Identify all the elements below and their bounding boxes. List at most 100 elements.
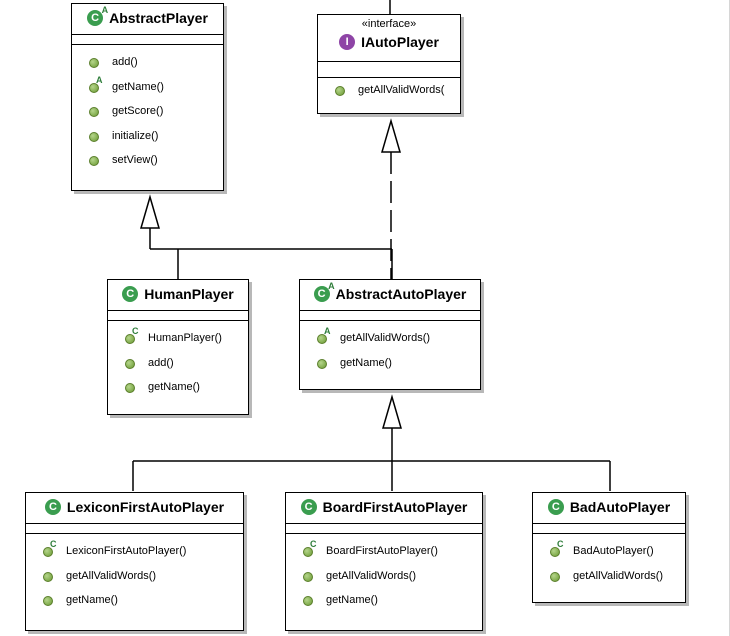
class-name: BadAutoPlayer (569, 499, 671, 515)
stereotype-label: «interface» (361, 18, 417, 30)
class-name: LexiconFirstAutoPlayer (66, 499, 225, 515)
method-name: getAllValidWords() (340, 332, 431, 344)
public-method-icon (43, 596, 53, 607)
method-name: getAllValidWords() (326, 569, 417, 582)
public-method-icon (43, 547, 53, 557)
class-name: AbstractPlayer (109, 10, 208, 26)
constructor-marker-icon: C (310, 539, 317, 549)
class-icon: C (300, 499, 317, 515)
public-method-icon (125, 358, 135, 369)
method-name: getName() (148, 381, 200, 394)
generalization-arrow-abstract-player (140, 194, 160, 229)
public-method-icon (303, 596, 313, 607)
method-name: getAllValidWords() (573, 569, 664, 582)
public-method-icon (317, 334, 327, 344)
interface-iauto-player[interactable]: «interface» I IAutoPlayer getAllValidWor… (317, 14, 461, 114)
attributes-compartment (533, 524, 685, 534)
class-icon: C (547, 499, 564, 515)
method-name: HumanPlayer() (148, 332, 222, 344)
public-method-icon (89, 131, 99, 142)
method-name: getName() (66, 594, 118, 607)
attributes-compartment (108, 311, 248, 321)
class-bad-auto-player[interactable]: C BadAutoPlayer C BadAutoPlayer() getAllVa… (532, 492, 686, 603)
method-row[interactable]: getAllValidWords() (26, 565, 243, 590)
method-name: add() (112, 56, 138, 68)
class-lexicon-first-auto-player[interactable]: C LexiconFirstAutoPlayer C LexiconFirstAu… (25, 492, 244, 631)
public-method-icon (317, 358, 327, 369)
public-method-icon (335, 86, 345, 96)
method-row[interactable]: initialize() (72, 125, 223, 150)
method-row[interactable]: C BoardFirstAutoPlayer() (286, 539, 482, 565)
methods-compartment: C BoardFirstAutoPlayer() getAllValidWords(… (286, 534, 482, 614)
method-name: add() (148, 356, 174, 369)
public-method-icon (125, 383, 135, 394)
attributes-compartment (300, 311, 480, 321)
method-row[interactable]: getName() (286, 589, 482, 614)
method-row[interactable]: C LexiconFirstAutoPlayer() (26, 539, 243, 565)
abstract-marker-icon: A (324, 326, 331, 336)
constructor-marker-icon: C (557, 539, 564, 549)
method-name: getName() (340, 356, 392, 369)
class-board-first-auto-player[interactable]: C BoardFirstAutoPlayer C BoardFirstAutoPl… (285, 492, 483, 631)
class-name: IAutoPlayer (361, 34, 439, 50)
methods-compartment: C LexiconFirstAutoPlayer() getAllValidWord… (26, 534, 243, 614)
method-row[interactable]: getName() (300, 352, 480, 377)
method-name: getAllValidWords( (358, 84, 445, 96)
class-name: HumanPlayer (144, 286, 234, 302)
method-name: LexiconFirstAutoPlayer() (66, 545, 187, 557)
class-name: BoardFirstAutoPlayer (322, 499, 468, 515)
method-row[interactable]: C HumanPlayer() (108, 326, 248, 352)
method-name: BoardFirstAutoPlayer() (326, 545, 438, 557)
method-row[interactable]: getAllValidWords() (533, 565, 685, 590)
constructor-marker-icon: C (50, 539, 57, 549)
method-row[interactable]: getAllValidWords() (286, 565, 482, 590)
class-icon: C (122, 286, 139, 302)
methods-compartment: C HumanPlayer() add() getName() (108, 321, 248, 401)
method-name: getName() (112, 80, 164, 93)
realization-arrow-iauto-player (381, 118, 401, 153)
methods-compartment: C BadAutoPlayer() getAllValidWords() (533, 534, 685, 589)
method-name: setView() (112, 154, 158, 167)
class-human-player[interactable]: C HumanPlayer C HumanPlayer() add() getName… (107, 279, 249, 415)
public-method-icon (303, 571, 313, 582)
method-row[interactable]: getName() (26, 589, 243, 614)
constructor-marker-icon: C (132, 326, 139, 336)
methods-compartment: getAllValidWords( (318, 78, 460, 104)
method-row[interactable]: setView() (72, 149, 223, 174)
interface-icon: I (339, 34, 356, 50)
method-name: BadAutoPlayer() (573, 545, 654, 557)
method-row[interactable]: getAllValidWords( (318, 79, 460, 104)
public-method-icon (89, 58, 99, 68)
attributes-compartment (26, 524, 243, 534)
public-method-icon (89, 156, 99, 167)
public-method-icon (550, 571, 560, 582)
method-row[interactable]: add() (72, 51, 223, 76)
method-row[interactable]: getScore() (72, 100, 223, 125)
attributes-compartment (318, 62, 460, 78)
method-row[interactable]: getName() (108, 376, 248, 401)
attributes-compartment (286, 524, 482, 534)
generalization-arrow-abstract-auto-player (382, 394, 402, 429)
public-method-icon (125, 334, 135, 344)
class-name: AbstractAutoPlayer (335, 286, 467, 302)
public-method-icon (89, 82, 99, 93)
public-method-icon (303, 547, 313, 557)
method-name: getAllValidWords() (66, 569, 157, 582)
abstract-marker-icon: A (96, 74, 103, 85)
public-method-icon (43, 571, 53, 582)
method-row[interactable]: C BadAutoPlayer() (533, 539, 685, 565)
public-method-icon (550, 547, 560, 557)
method-row[interactable]: add() (108, 352, 248, 377)
attributes-compartment (72, 35, 223, 45)
public-method-icon (89, 107, 99, 118)
